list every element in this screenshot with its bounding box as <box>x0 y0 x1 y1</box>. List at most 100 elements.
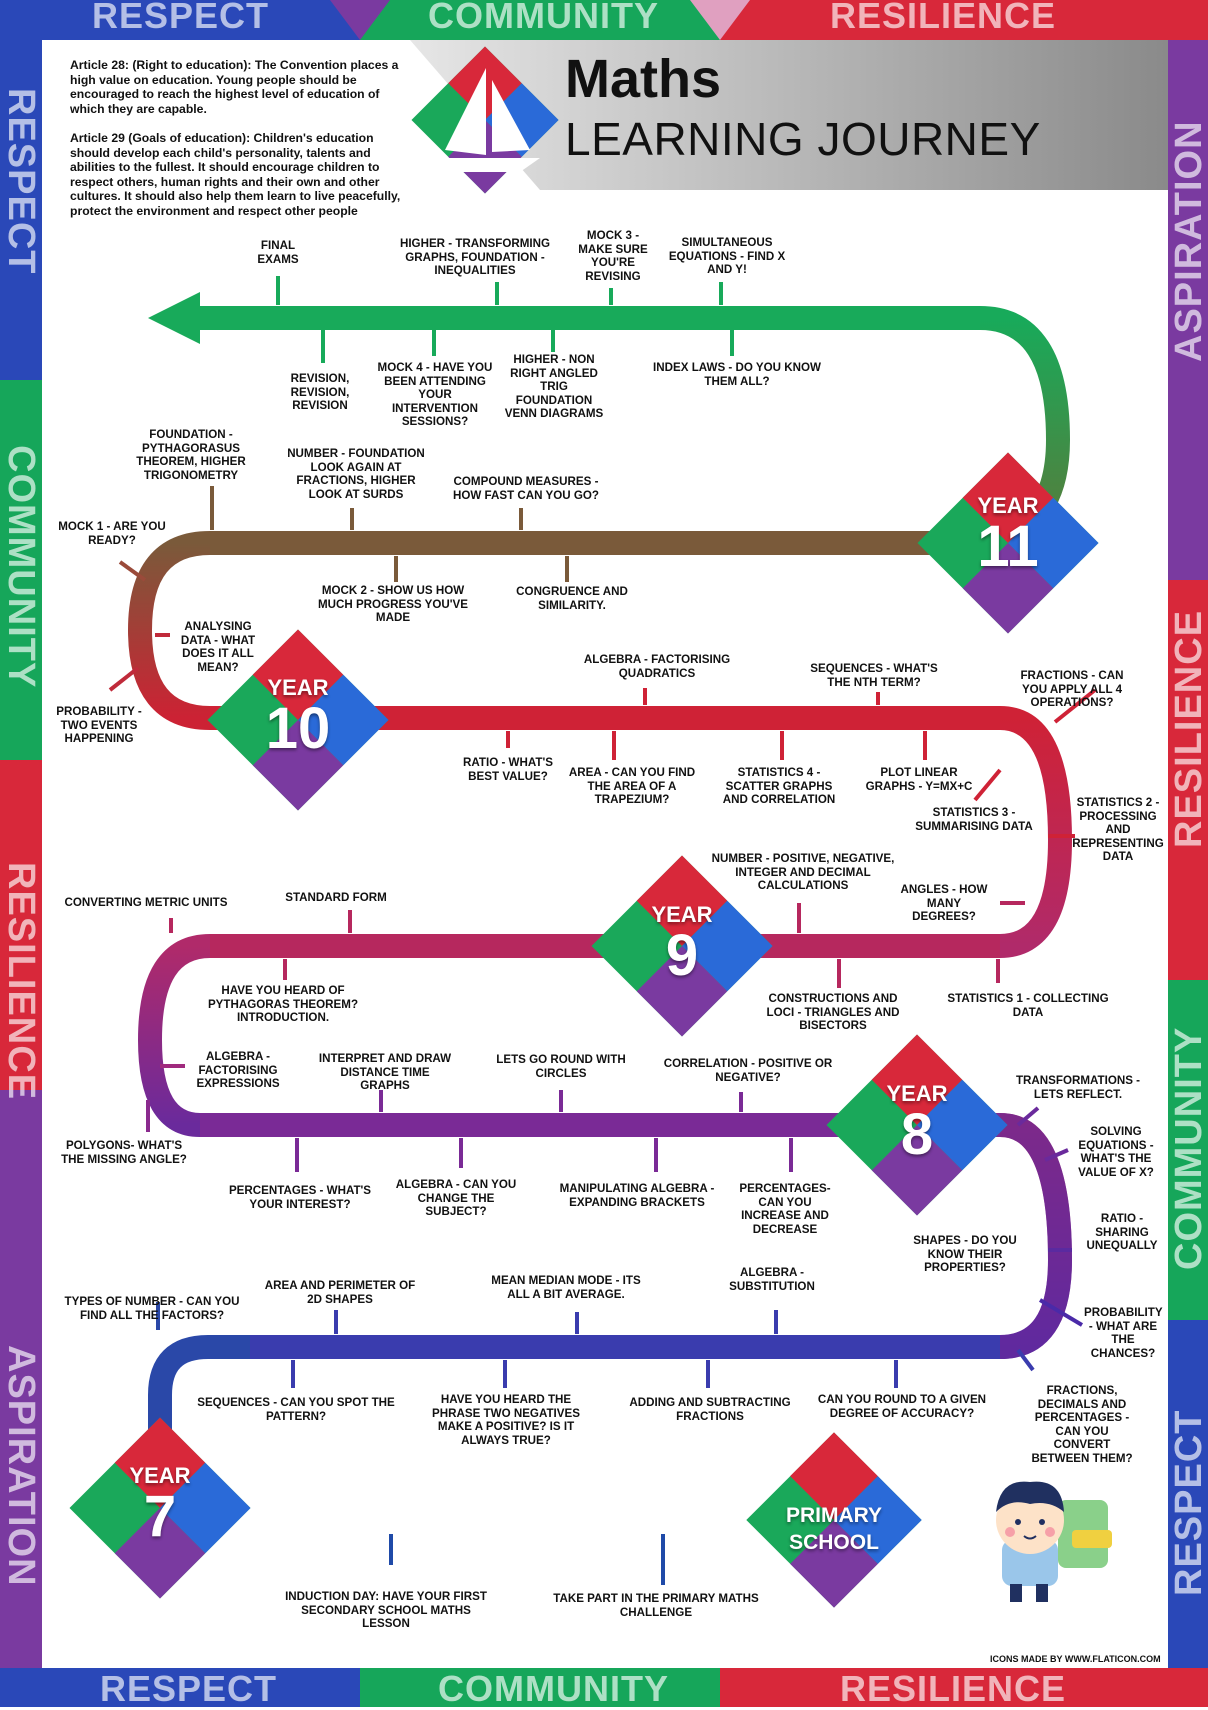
topic-final-exams: FINAL EXAMS <box>257 239 299 266</box>
student-character-icon <box>996 1481 1112 1602</box>
topic-algebra-subject: ALGEBRA - CAN YOU CHANGE THE SUBJECT? <box>395 1178 517 1218</box>
topic-induction-day: INDUCTION DAY: HAVE YOUR FIRST SECONDARY… <box>285 1590 487 1630</box>
topic-solving-equations: SOLVING EQUATIONS - WHAT'S THE VALUE OF … <box>1078 1125 1154 1179</box>
topic-polygons: POLYGONS- WHAT'S THE MISSING ANGLE? <box>61 1139 187 1166</box>
year11-number: 11 <box>977 514 1039 579</box>
year11-word: YEAR <box>977 493 1039 518</box>
topic-mock1: MOCK 1 - ARE YOU READY? <box>58 520 166 547</box>
topic-number-foundation: NUMBER - FOUNDATION LOOK AGAIN AT FRACTI… <box>287 447 425 501</box>
topic-fdp-convert: FRACTIONS, DECIMALS AND PERCENTAGES - CA… <box>1031 1384 1133 1465</box>
topic-ticks <box>108 276 1097 1585</box>
border-word-aspiration-right: ASPIRATION <box>1168 120 1208 362</box>
topic-percentages-interest: PERCENTAGES - WHAT'S YOUR INTEREST? <box>228 1184 372 1211</box>
topic-statistics4: STATISTICS 4 - SCATTER GRAPHS AND CORREL… <box>722 766 836 806</box>
year8-label: YEAR 8 <box>869 1082 965 1164</box>
topic-sequences-nth: SEQUENCES - WHAT'S THE NTH TERM? <box>810 662 938 689</box>
primary-label-line2: SCHOOL <box>789 1531 879 1554</box>
border-word-resilience-right: RESILIENCE <box>1168 609 1208 848</box>
year8-word: YEAR <box>886 1081 948 1106</box>
topic-number-positive: NUMBER - POSITIVE, NEGATIVE, INTEGER AND… <box>711 852 895 892</box>
topic-revision: REVISION, REVISION, REVISION <box>290 372 350 412</box>
border-word-respect-top: RESPECT <box>92 0 270 36</box>
year9-number: 9 <box>665 923 699 988</box>
topic-two-negatives: HAVE YOU HEARD THE PHRASE TWO NEGATIVES … <box>432 1393 580 1447</box>
border-word-resilience-top: RESILIENCE <box>830 0 1057 36</box>
topic-simultaneous: SIMULTANEOUS EQUATIONS - FIND X AND Y! <box>668 236 786 276</box>
year7-number: 7 <box>143 1484 177 1549</box>
topic-primary-challenge: TAKE PART IN THE PRIMARY MATHS CHALLENGE <box>553 1592 759 1619</box>
year10-number: 10 <box>265 696 331 761</box>
topic-analysing-data: ANALYSING DATA - WHAT DOES IT ALL MEAN? <box>180 620 256 674</box>
article-29-text: Article 29 (Goals of education): Childre… <box>70 131 401 218</box>
topic-foundation-pythag: FOUNDATION - PYTHAGORASUS THEOREM, HIGHE… <box>136 428 246 482</box>
topic-higher-transforming: HIGHER - TRANSFORMING GRAPHS, FOUNDATION… <box>399 237 551 277</box>
topic-algebra-factorising: ALGEBRA - FACTORISING EXPRESSIONS <box>196 1050 280 1090</box>
topic-algebra-substitution: ALGEBRA - SUBSTITUTION <box>729 1266 815 1293</box>
year10-label: YEAR 10 <box>246 676 350 758</box>
year8-number: 8 <box>900 1102 934 1167</box>
topic-distance-time: INTERPRET AND DRAW DISTANCE TIME GRAPHS <box>318 1052 452 1092</box>
topic-area-perimeter: AREA AND PERIMETER OF 2D SHAPES <box>264 1279 416 1306</box>
topic-fractions-operations: FRACTIONS - CAN YOU APPLY ALL 4 OPERATIO… <box>1020 669 1124 709</box>
year9-word: YEAR <box>651 902 713 927</box>
year11-label: YEAR 11 <box>956 494 1060 576</box>
border-word-aspiration-left: ASPIRATION <box>0 1345 42 1587</box>
topic-mock2: MOCK 2 - SHOW US HOW MUCH PROGRESS YOU'V… <box>317 584 469 624</box>
year10-word: YEAR <box>267 675 329 700</box>
topic-congruence: CONGRUENCE AND SIMILARITY. <box>516 585 628 612</box>
topic-algebra-quadratics: ALGEBRA - FACTORISING QUADRATICS <box>583 653 731 680</box>
page-title: Maths <box>565 49 722 109</box>
topic-statistics2: STATISTICS 2 - PROCESSING AND REPRESENTI… <box>1072 796 1164 863</box>
page-subtitle: LEARNING JOURNEY <box>565 113 1041 165</box>
topic-index-laws: INDEX LAWS - DO YOU KNOW THEM ALL? <box>653 361 821 388</box>
topic-round-accuracy: CAN YOU ROUND TO A GIVEN DEGREE OF ACCUR… <box>817 1393 987 1420</box>
topic-mean-median: MEAN MEDIAN MODE - ITS ALL A BIT AVERAGE… <box>491 1274 641 1301</box>
border-word-respect-right: RESPECT <box>1168 1409 1208 1596</box>
journey-arrow-head <box>148 292 200 344</box>
topic-mock4: MOCK 4 - HAVE YOU BEEN ATTENDING YOUR IN… <box>377 361 493 428</box>
border-word-community-left: COMMUNITY <box>0 445 42 689</box>
border-word-resilience-bottom: RESILIENCE <box>840 1668 1067 1709</box>
topic-area-trapezium: AREA - CAN YOU FIND THE AREA OF A TRAPEZ… <box>568 766 696 806</box>
topic-standard-form: STANDARD FORM <box>285 891 387 904</box>
year7-word: YEAR <box>129 1463 191 1488</box>
topic-plot-linear: PLOT LINEAR GRAPHS - Y=MX+C <box>865 766 973 793</box>
border-word-community-right: COMMUNITY <box>1168 1026 1208 1270</box>
year7-label: YEAR 7 <box>112 1464 208 1546</box>
topic-mock3: MOCK 3 - MAKE SURE YOU'RE REVISING <box>578 229 648 283</box>
topic-constructions: CONSTRUCTIONS AND LOCI - TRIANGLES AND B… <box>766 992 900 1032</box>
border-word-community-top: COMMUNITY <box>428 0 659 36</box>
year9-label: YEAR 9 <box>634 903 730 985</box>
topic-probability-two-events: PROBABILITY - TWO EVENTS HAPPENING <box>56 705 142 745</box>
topic-circles: LETS GO ROUND WITH CIRCLES <box>496 1053 626 1080</box>
primary-label-line1: PRIMARY <box>785 1504 883 1527</box>
border-word-community-bottom: COMMUNITY <box>438 1668 669 1709</box>
article-28-text: Article 28: (Right to education): The Co… <box>70 58 399 116</box>
topic-ratio-best-value: RATIO - WHAT'S BEST VALUE? <box>463 756 553 783</box>
primary-school-label: PRIMARY SCHOOL <box>774 1502 894 1556</box>
topic-statistics1: STATISTICS 1 - COLLECTING DATA <box>947 992 1109 1019</box>
topic-adding-fractions: ADDING AND SUBTRACTING FRACTIONS <box>629 1396 791 1423</box>
border-word-respect-bottom: RESPECT <box>100 1668 278 1709</box>
border-word-resilience-left: RESILIENCE <box>0 862 42 1101</box>
topic-correlation: CORRELATION - POSITIVE OR NEGATIVE? <box>663 1057 833 1084</box>
topic-shapes: SHAPES - DO YOU KNOW THEIR PROPERTIES? <box>913 1234 1017 1274</box>
topic-sequences-pattern: SEQUENCES - CAN YOU SPOT THE PATTERN? <box>197 1396 395 1423</box>
topic-types-of-number: TYPES OF NUMBER - CAN YOU FIND ALL THE F… <box>64 1295 240 1322</box>
topic-converting-metric: CONVERTING METRIC UNITS <box>64 896 228 909</box>
topic-manipulating-algebra: MANIPULATING ALGEBRA - EXPANDING BRACKET… <box>559 1182 715 1209</box>
topic-percentages-increase: PERCENTAGES- CAN YOU INCREASE AND DECREA… <box>739 1182 831 1236</box>
topic-angles: ANGLES - HOW MANY DEGREES? <box>900 883 988 923</box>
journey-path <box>127 306 1073 1533</box>
topic-higher-trig: HIGHER - NON RIGHT ANGLED TRIG FOUNDATIO… <box>504 353 604 420</box>
topic-transformations: TRANSFORMATIONS - LETS REFLECT. <box>1015 1074 1141 1101</box>
topic-pythagoras-intro: HAVE YOU HEARD OF PYTHAGORAS THEOREM? IN… <box>207 984 359 1024</box>
topic-statistics3: STATISTICS 3 - SUMMARISING DATA <box>915 806 1033 833</box>
topic-ratio-sharing: RATIO - SHARING UNEQUALLY <box>1086 1212 1158 1252</box>
topic-probability-chances: PROBABILITY - WHAT ARE THE CHANCES? <box>1084 1306 1163 1360</box>
border-word-respect-left: RESPECT <box>0 88 42 275</box>
topic-compound-measures: COMPOUND MEASURES - HOW FAST CAN YOU GO? <box>453 475 599 502</box>
header-banner <box>410 40 1168 190</box>
icon-credit: ICONS MADE BY WWW.FLATICON.COM <box>990 1654 1161 1664</box>
